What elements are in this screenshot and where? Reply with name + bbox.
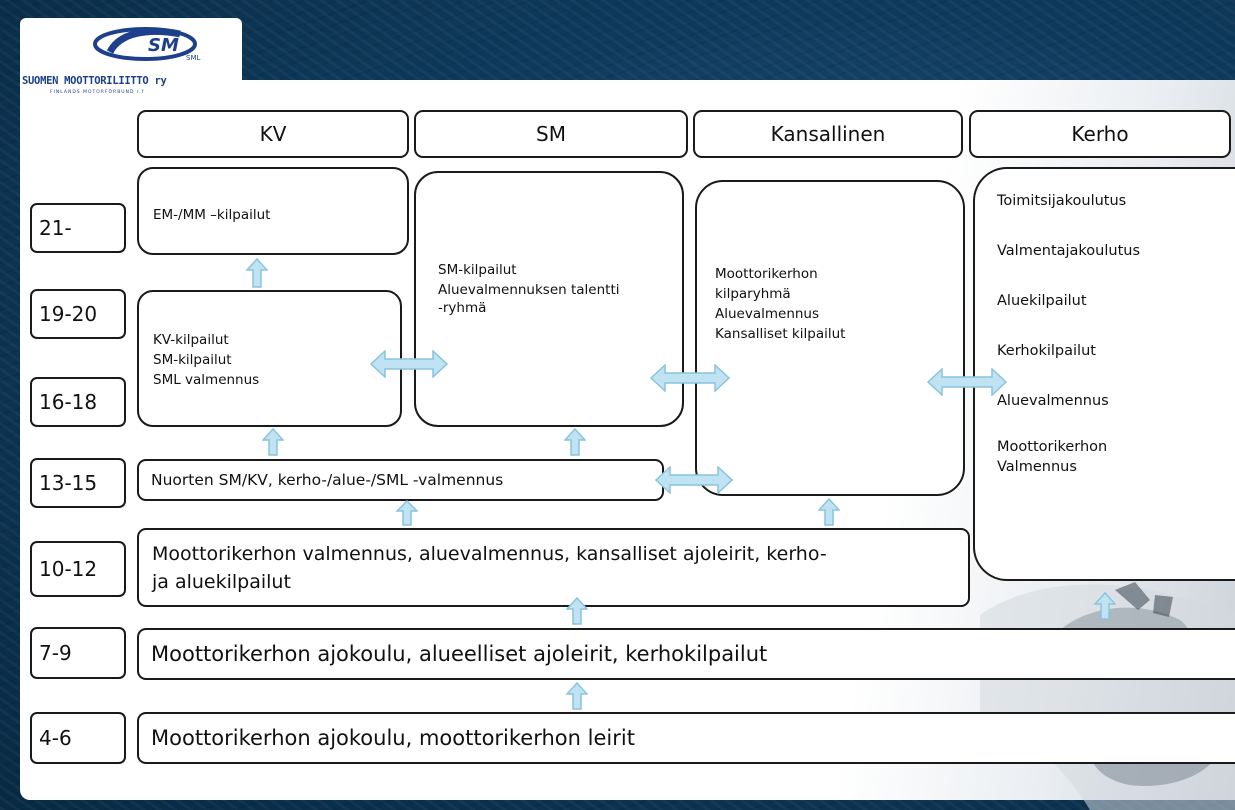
kerho-line: Valmennus [997,459,1077,475]
header-sm-label: SM [536,122,566,146]
header-kv-label: KV [259,122,287,146]
kansallinen-line: Kansalliset kilpailut [715,326,846,342]
age-box-4-6: 4-6 [30,712,126,764]
kerho-line: Kerhokilpailut [997,343,1096,359]
svg-text:SM: SM [148,35,179,56]
kansallinen-line: kilparyhmä [715,286,791,302]
logo-org-name: SUOMEN MOOTTORILIITTO ry [22,75,167,87]
sm-line: Aluevalmennuksen talentti [438,282,620,298]
sm-line: -ryhmä [438,300,487,316]
row-4-6: Moottorikerhon ajokoulu, moottorikerhon … [137,712,1235,764]
kansallinen-line: Moottorikerhon [715,266,818,282]
kerho-line: Toimitsijakoulutus [997,193,1127,209]
kerho-card: Toimitsijakoulutus Valmentajakoulutus Al… [973,167,1235,581]
age-box-10-12: 10-12 [30,541,126,597]
kv-line: SM-kilpailut [153,352,232,368]
header-kansallinen: Kansallinen [693,110,963,158]
row-7-9: Moottorikerhon ajokoulu, alueelliset ajo… [137,628,1235,680]
age-box-19-20: 19-20 [30,289,126,339]
header-kv: KV [137,110,409,158]
row-4-6-text: Moottorikerhon ajokoulu, moottorikerhon … [151,726,635,750]
header-kansallinen-label: Kansallinen [770,122,886,146]
kv-line: KV-kilpailut [153,332,229,348]
age-box-7-9: 7-9 [30,627,126,679]
header-sm: SM [414,110,688,158]
age-label: 7-9 [39,641,72,665]
kerho-line: Aluevalmennus [997,393,1109,409]
kv-card: KV-kilpailut SM-kilpailut SML valmennus [137,290,402,427]
kerho-line: Valmentajakoulutus [997,243,1141,259]
kv-top-text: EM-/MM –kilpailut [153,207,271,223]
kv-top-card: EM-/MM –kilpailut [137,167,409,255]
age-box-16-18: 16-18 [30,377,126,427]
age-label: 10-12 [39,557,98,581]
age-label: 4-6 [39,726,72,750]
row-10-12-line-2: ja aluekilpailut [152,571,291,593]
logo-org-subtitle: FINLANDS MOTORFÖRBUND r.f [50,90,145,95]
logo-mark-text: SML [186,54,200,62]
row-13-15-text: Nuorten SM/KV, kerho-/alue-/SML -valmenn… [151,471,504,489]
sml-logo-mark: SM SML [93,27,200,62]
age-box-13-15: 13-15 [30,458,126,508]
kerho-line: Moottorikerhon [997,439,1108,455]
kerho-line: Aluekilpailut [997,293,1087,309]
row-10-12-line-1: Moottorikerhon valmennus, aluevalmennus,… [152,543,827,565]
header-kerho-label: Kerho [1071,122,1129,146]
row-10-12: Moottorikerhon valmennus, aluevalmennus,… [137,528,970,607]
sml-logo: SM SML SUOMEN MOOTTORILIITTO ry FINLANDS… [20,18,242,95]
kansallinen-card: Moottorikerhon kilparyhmä Aluevalmennus … [695,180,965,496]
age-label: 13-15 [39,471,98,495]
sm-line: SM-kilpailut [438,262,517,278]
header-kerho: Kerho [969,110,1231,158]
age-label: 19-20 [39,302,98,326]
kansallinen-line: Aluevalmennus [715,306,820,322]
row-13-15: Nuorten SM/KV, kerho-/alue-/SML -valmenn… [137,459,664,501]
kv-line: SML valmennus [153,372,260,388]
sm-card: SM-kilpailut Aluevalmennuksen talentti -… [414,171,684,427]
row-7-9-text: Moottorikerhon ajokoulu, alueelliset ajo… [151,642,768,666]
age-box-21: 21- [30,203,126,253]
age-label: 16-18 [39,390,98,414]
age-label: 21- [39,216,72,240]
